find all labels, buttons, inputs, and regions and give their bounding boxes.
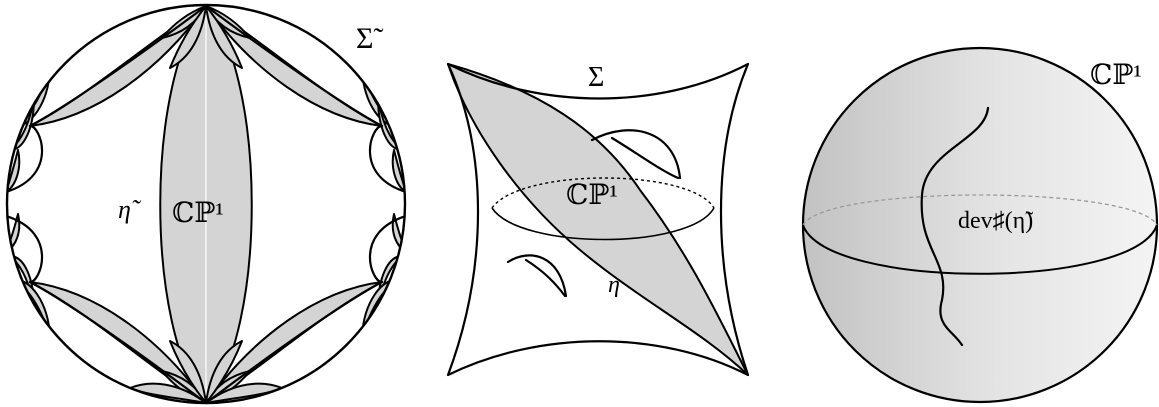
geodesic-arc bbox=[28, 280, 208, 403]
rim-petal bbox=[9, 97, 35, 151]
curve-lift-label: η̃ bbox=[118, 195, 142, 224]
rim-petal bbox=[7, 149, 21, 193]
lens-target-label: ℂℙ¹ bbox=[172, 198, 224, 229]
sphere-panel: ℂℙ¹ dev♯(η̃) bbox=[801, 46, 1159, 404]
developing-map-image-label: dev♯(η̃) bbox=[958, 208, 1033, 234]
rim-petal bbox=[377, 97, 403, 151]
geodesic-arc bbox=[7, 124, 44, 194]
disc-boundary bbox=[5, 3, 407, 405]
developed-curve bbox=[920, 106, 990, 347]
small-leaf bbox=[205, 5, 243, 69]
rim-petal bbox=[7, 213, 21, 253]
surface-outline bbox=[446, 62, 750, 377]
universal-cover-panel: Σ̃ η̃ ℂℙ¹ bbox=[5, 3, 407, 405]
sphere-label: ℂℙ¹ bbox=[1090, 60, 1142, 91]
surface-curve-label: η bbox=[608, 272, 620, 298]
geodesic-arc bbox=[368, 124, 405, 194]
equator-front bbox=[491, 207, 715, 241]
small-leaf bbox=[169, 5, 207, 69]
geodesic-arc bbox=[368, 214, 405, 284]
universal-cover-label: Σ̃ bbox=[356, 22, 383, 55]
sphere-equator-front bbox=[802, 224, 1158, 275]
surface-label: Σ bbox=[588, 62, 604, 93]
small-leaf bbox=[169, 340, 207, 403]
sphere-equator-back bbox=[802, 194, 1158, 226]
handle-bottom bbox=[506, 254, 568, 298]
surface-target-label: ℂℙ¹ bbox=[566, 180, 618, 211]
rim-petal bbox=[391, 213, 405, 253]
rim-petal bbox=[391, 149, 405, 193]
geodesic-arc bbox=[28, 5, 208, 128]
geodesic-arc bbox=[204, 280, 384, 403]
geodesic-arc bbox=[204, 5, 384, 128]
handle-top bbox=[590, 129, 682, 180]
geodesic-arc bbox=[7, 214, 44, 284]
small-leaf bbox=[205, 340, 243, 403]
surface-panel: Σ ℂℙ¹ η bbox=[446, 62, 750, 377]
